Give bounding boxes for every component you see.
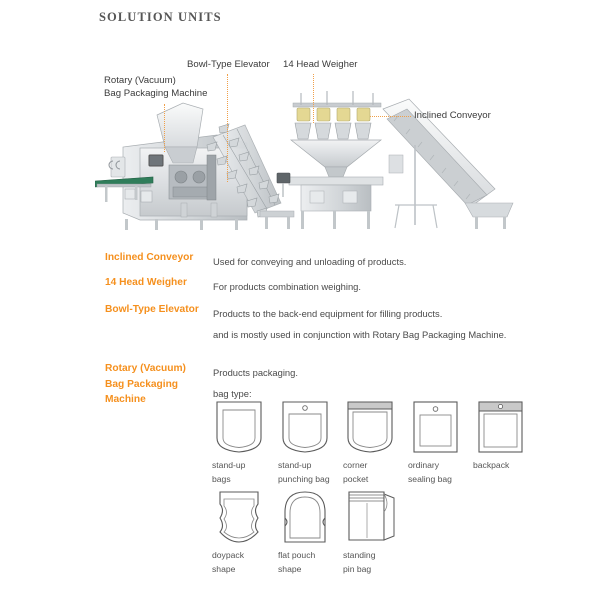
bag-label-line-1: flat pouch <box>278 550 316 560</box>
description-term-14-head-weigher: 14 Head Weigher <box>105 277 187 288</box>
description-text-inclined-conveyor: Used for conveying and unloading of prod… <box>213 251 406 272</box>
backpack-bag-icon <box>470 398 538 456</box>
bag-type-label: stand-up punching bag <box>275 459 343 486</box>
bag-label-line-2: bags <box>212 473 231 484</box>
description-text-bowl-type-elevator: Products to the back-end equipment for f… <box>213 303 506 345</box>
callout-rotary-line-2: Bag Packaging Machine <box>104 87 208 99</box>
leader-line-bowl-type-elevator <box>227 74 228 182</box>
rotary-bag-packaging-machine-art <box>95 102 248 230</box>
bag-type-stand-up-bags: stand-up bags <box>209 398 277 486</box>
bag-type-label: flat pouch shape <box>275 549 343 576</box>
page-title: SOLUTION UNITS <box>99 10 222 24</box>
leader-line-rotary-machine <box>164 104 165 152</box>
machine-line-drawing <box>95 91 514 230</box>
14-head-weigher-art <box>276 91 384 229</box>
bag-type-label: standing pin bag <box>340 549 408 576</box>
bag-type-stand-up-punching-bag: stand-up punching bag <box>275 398 343 486</box>
inclined-conveyor-art <box>382 98 514 229</box>
leader-line-inclined-conveyor <box>370 116 411 117</box>
bag-type-label: doypack shape <box>209 549 277 576</box>
stand-up-bag-icon <box>209 398 277 456</box>
callout-label-14-head-weigher: 14 Head Weigher <box>283 59 358 70</box>
bag-type-standing-pin-bag: standing pin bag <box>340 488 408 576</box>
description-line: Products packaging. <box>213 367 298 378</box>
bag-label-line-2: pin bag <box>343 563 372 574</box>
ordinary-sealing-bag-icon <box>405 398 473 456</box>
leader-line-14-head-weigher <box>313 74 314 123</box>
term-line-3: Machine <box>105 394 146 405</box>
bag-type-doypack-shape: doypack shape <box>209 488 277 576</box>
bag-label-line-1: doypack <box>212 550 245 560</box>
description-line: Products to the back-end equipment for f… <box>213 308 443 319</box>
stand-up-punching-bag-icon <box>275 398 343 456</box>
term-line-2: Bag Packaging <box>105 378 179 390</box>
bag-label-line-1: backpack <box>473 460 510 470</box>
description-text-14-head-weigher: For products combination weighing. <box>213 276 361 297</box>
bag-type-corner-pocket: corner pocket <box>340 398 408 486</box>
bag-label-line-2: punching bag <box>278 473 330 484</box>
flat-pouch-bag-icon <box>275 488 343 546</box>
doypack-bag-icon <box>209 488 277 546</box>
bag-label-line-1: corner <box>343 460 368 470</box>
callout-rotary-line-1: Rotary (Vacuum) <box>104 75 176 86</box>
bag-label-line-1: stand-up <box>278 460 312 470</box>
description-term-bowl-type-elevator: Bowl-Type Elevator <box>105 304 199 315</box>
corner-pocket-bag-icon <box>340 398 408 456</box>
description-line: Used for conveying and unloading of prod… <box>213 256 407 267</box>
bag-label-line-2: shape <box>278 563 302 574</box>
callout-label-inclined-conveyor: Inclined Conveyor <box>414 110 491 121</box>
term-line-1: Rotary (Vacuum) <box>105 363 186 374</box>
bowl-type-elevator-art <box>206 123 295 229</box>
description-term-inclined-conveyor: Inclined Conveyor <box>105 252 194 263</box>
bag-label-line-2: pocket <box>343 473 369 484</box>
bag-label-line-2: sealing bag <box>408 473 452 484</box>
bag-type-label: ordinary sealing bag <box>405 459 473 486</box>
bag-label-line-1: stand-up <box>212 460 246 470</box>
bag-type-label: backpack <box>470 459 538 473</box>
bag-type-ordinary-sealing-bag: ordinary sealing bag <box>405 398 473 486</box>
packaging-line-illustration <box>95 85 515 235</box>
description-term-rotary-machine: Rotary (Vacuum) Bag Packaging Machine <box>105 361 205 408</box>
callout-label-bowl-type-elevator: Bowl-Type Elevator <box>187 59 270 70</box>
bag-type-flat-pouch-shape: flat pouch shape <box>275 488 343 576</box>
bag-type-label: stand-up bags <box>209 459 277 486</box>
description-line: and is mostly used in conjunction with R… <box>213 329 507 340</box>
callout-label-rotary-machine: Rotary (Vacuum) Bag Packaging Machine <box>104 75 207 100</box>
bag-type-heading: bag type: <box>213 388 252 399</box>
bag-label-line-1: ordinary <box>408 460 440 470</box>
bag-label-line-2: shape <box>212 563 236 574</box>
bag-type-label: corner pocket <box>340 459 408 486</box>
bag-label-line-1: standing <box>343 550 376 560</box>
description-text-rotary-machine: Products packaging. bag type: <box>213 362 298 404</box>
description-line: For products combination weighing. <box>213 281 361 292</box>
bag-type-backpack: backpack <box>470 398 538 473</box>
standing-pin-bag-icon <box>340 488 408 546</box>
